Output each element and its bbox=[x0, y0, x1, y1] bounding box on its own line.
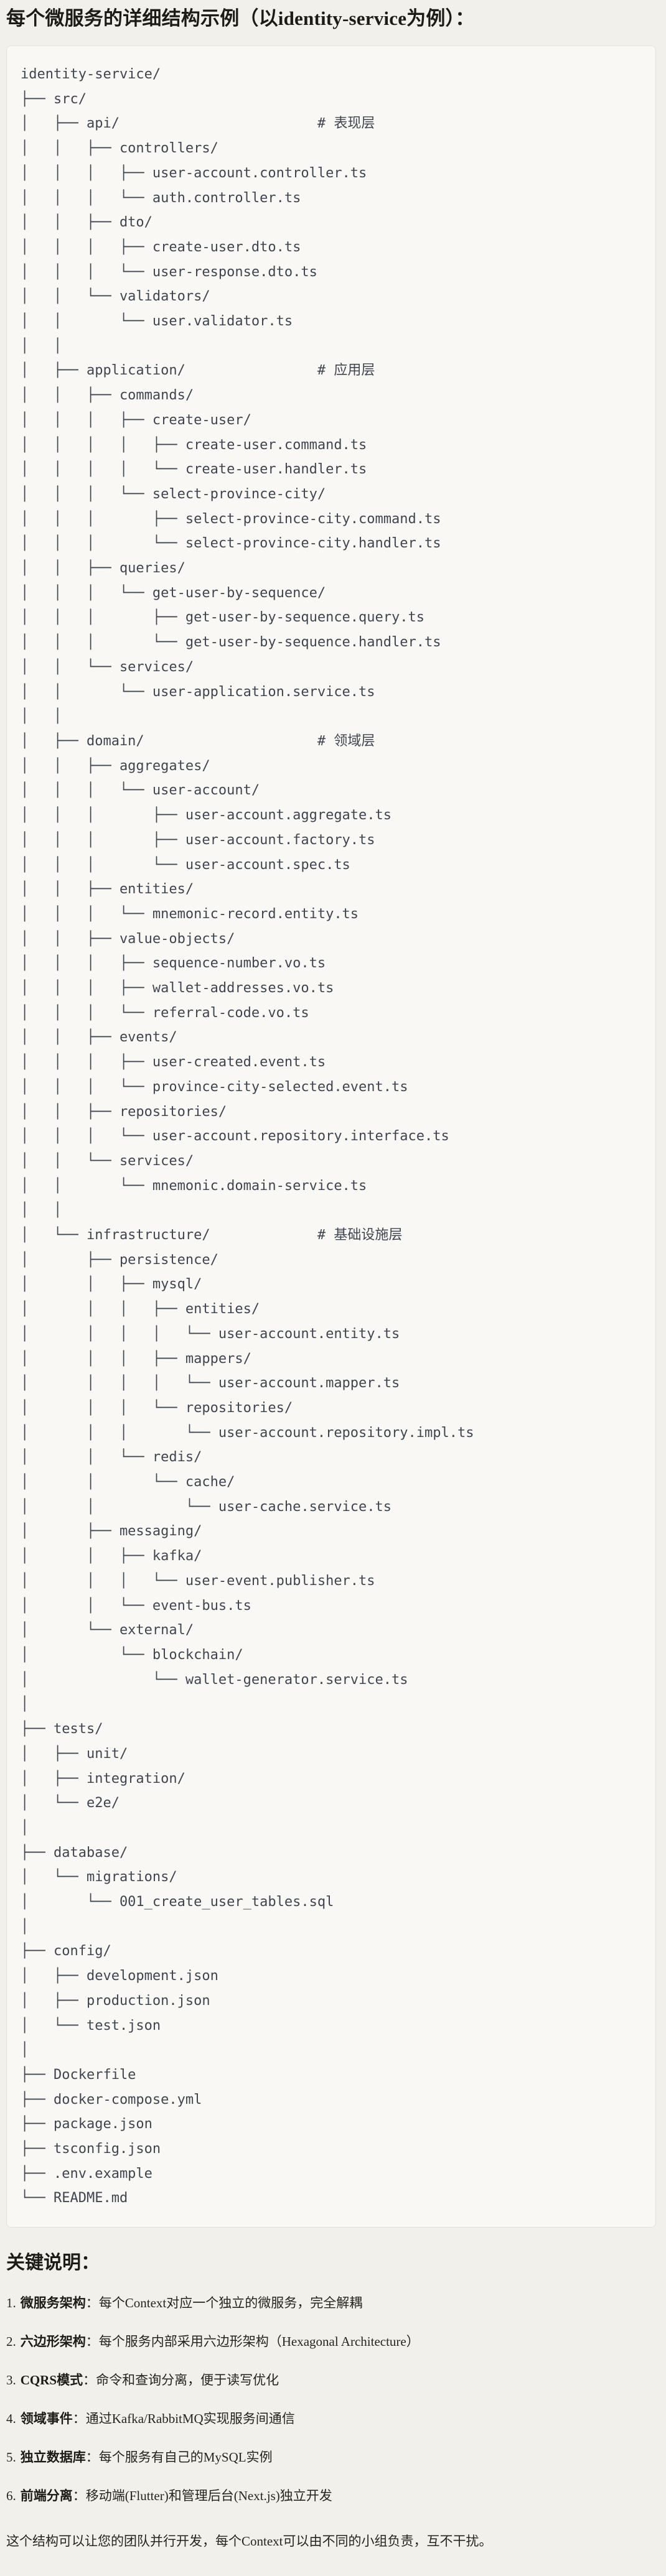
note-item-6: 6.前端分离：移动端(Flutter)和管理后台(Next.js)独立开发 bbox=[6, 2486, 659, 2506]
note-item-4: 4.领域事件：通过Kafka/RabbitMQ实现服务间通信 bbox=[6, 2409, 659, 2429]
note-label: CQRS模式 bbox=[20, 2373, 83, 2388]
note-item-5: 5. 独立数据库：每个服务有自己的MySQL实例 bbox=[6, 2448, 659, 2467]
note-label: 前端分离 bbox=[20, 2488, 73, 2504]
note-number: 3. bbox=[6, 2373, 16, 2388]
note-number: 6. bbox=[6, 2488, 16, 2504]
code-block: identity-service/ ├── src/ │ ├── api/ # … bbox=[6, 45, 656, 2228]
note-label: 六边形架构 bbox=[20, 2334, 86, 2350]
note-text: ：移动端(Flutter)和管理后台(Next.js)独立开发 bbox=[72, 2488, 332, 2504]
note-label: 领域事件 bbox=[20, 2411, 73, 2427]
note-number: 4. bbox=[6, 2411, 16, 2427]
note-label: 独立数据库 bbox=[20, 2450, 86, 2465]
note-text: ：通过Kafka/RabbitMQ实现服务间通信 bbox=[72, 2411, 295, 2427]
note-text: ：命令和查询分离，便于读写优化 bbox=[83, 2373, 279, 2388]
note-text: ：每个服务有自己的MySQL实例 bbox=[85, 2450, 273, 2465]
note-label: 微服务架构 bbox=[20, 2295, 86, 2311]
note-text: ：每个Context对应一个独立的微服务，完全解耦 bbox=[85, 2295, 363, 2311]
note-number: 2. bbox=[6, 2334, 16, 2350]
note-text: ：每个服务内部采用六边形架构（Hexagonal Architecture） bbox=[85, 2334, 420, 2350]
closing-paragraph: 这个结构可以让您的团队并行开发，每个Context可以由不同的小组负责，互不干扰… bbox=[6, 2534, 492, 2549]
notes-heading: 关键说明： bbox=[6, 2253, 100, 2274]
page-title: 每个微服务的详细结构示例（以identity-service为例）： bbox=[6, 7, 475, 29]
note-item-3: 3. CQRS模式：命令和查询分离，便于读写优化 bbox=[6, 2371, 659, 2390]
directory-tree: identity-service/ ├── src/ │ ├── api/ # … bbox=[21, 67, 474, 2206]
note-item-2: 2.六边形架构：每个服务内部采用六边形架构（Hexagonal Architec… bbox=[6, 2332, 659, 2351]
note-number: 1. bbox=[6, 2295, 16, 2311]
notes-list: 1.微服务架构：每个Context对应一个独立的微服务，完全解耦 2.六边形架构… bbox=[6, 2294, 659, 2506]
note-item-1: 1.微服务架构：每个Context对应一个独立的微服务，完全解耦 bbox=[6, 2294, 659, 2313]
note-number: 5. bbox=[6, 2450, 16, 2465]
